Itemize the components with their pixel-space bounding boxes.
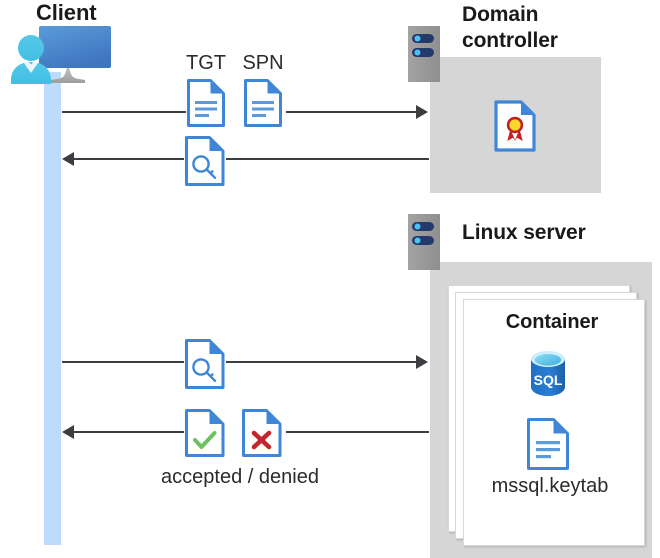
accepted-document-icon bbox=[184, 408, 226, 458]
accepted-denied-label: accepted / denied bbox=[161, 466, 319, 488]
sql-database-icon: SQL bbox=[524, 347, 572, 399]
server-rack-icon bbox=[408, 26, 440, 82]
client-title: Client bbox=[36, 0, 97, 25]
domain-controller-title: Domain controller bbox=[462, 2, 652, 54]
check-mark-icon bbox=[193, 431, 217, 449]
arrowhead-to-linux-server bbox=[416, 355, 428, 369]
client-icon bbox=[8, 22, 120, 84]
message-line-tgt-spn-left bbox=[62, 111, 186, 113]
keytab-document-icon bbox=[526, 417, 570, 471]
container-title: Container bbox=[505, 311, 599, 333]
arrowhead-to-client-upper bbox=[62, 152, 74, 166]
message-line-ticket-left bbox=[74, 158, 184, 160]
server-rack-icon bbox=[408, 214, 440, 270]
dc-title-line2: controller bbox=[462, 29, 558, 52]
x-mark-icon bbox=[251, 430, 272, 450]
key-document-icon bbox=[184, 135, 226, 187]
message-line-result-right bbox=[286, 431, 429, 433]
key-document-icon bbox=[184, 338, 226, 390]
linux-server-title: Linux server bbox=[462, 221, 586, 244]
arrowhead-to-domain-controller bbox=[416, 105, 428, 119]
sql-badge-text: SQL bbox=[534, 372, 563, 388]
dc-title-line1: Domain bbox=[462, 3, 539, 26]
message-line-present-right bbox=[226, 361, 417, 363]
spn-label: SPN bbox=[242, 52, 284, 74]
message-line-present-left bbox=[62, 361, 184, 363]
keytab-filename-label: mssql.keytab bbox=[491, 475, 609, 497]
client-lifeline bbox=[44, 72, 61, 545]
message-line-result-left bbox=[74, 431, 184, 433]
tgt-label: TGT bbox=[186, 52, 226, 74]
certificate-document-icon bbox=[494, 100, 536, 152]
denied-document-icon bbox=[241, 408, 283, 458]
message-line-ticket-right bbox=[226, 158, 429, 160]
document-lines-icon bbox=[243, 78, 283, 128]
arrowhead-to-client-lower bbox=[62, 425, 74, 439]
document-lines-icon bbox=[186, 78, 226, 128]
message-line-tgt-spn-right bbox=[286, 111, 417, 113]
